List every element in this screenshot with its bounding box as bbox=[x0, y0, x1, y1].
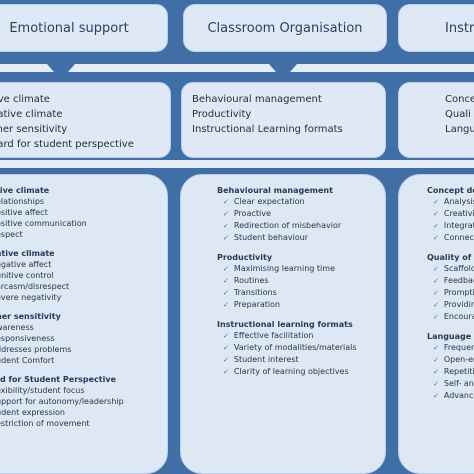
summary-item: Instructional Learning formats bbox=[192, 124, 343, 135]
list-item: Advance bbox=[433, 390, 474, 402]
lower-connector-bar bbox=[0, 160, 474, 168]
list-item: Feedback bbox=[433, 275, 474, 287]
section-title: Behavioural management bbox=[217, 186, 333, 195]
list-item: Effective facilitation bbox=[223, 330, 385, 342]
section-title: her sensitivity bbox=[0, 312, 61, 321]
list-item: Integratio bbox=[433, 220, 474, 232]
list-item: Clear expectation bbox=[223, 196, 385, 208]
details-emotional-support: tive climate elationships ositive affect… bbox=[0, 174, 168, 474]
list-item: Promptin bbox=[433, 287, 474, 299]
header-label: Classroom Organisation bbox=[207, 20, 363, 36]
section-title: Quality of fe bbox=[427, 253, 474, 262]
horizontal-connector-bar bbox=[0, 64, 474, 72]
list-item: Routines bbox=[223, 275, 385, 287]
list-item: Student interest bbox=[223, 354, 385, 366]
section-items: egative affect unitive control arcasm/di… bbox=[0, 259, 167, 303]
section-items: Effective facilitation Variety of modali… bbox=[217, 330, 385, 378]
list-item: Variety of modalities/materials bbox=[223, 342, 385, 354]
summary-item: tive climate bbox=[0, 94, 50, 105]
section-title: ative climate bbox=[0, 249, 55, 258]
summary-item: Langu bbox=[445, 124, 474, 135]
summary-emotional-support: tive climate gative climate cher sensiti… bbox=[0, 82, 171, 158]
list-item: Repetitio bbox=[433, 366, 474, 378]
header-label: Instru bbox=[445, 20, 474, 36]
list-item: Clarity of learning objectives bbox=[223, 366, 385, 378]
summary-item: Quali bbox=[445, 109, 471, 120]
list-item: Preparation bbox=[223, 299, 385, 311]
list-item: Frequent bbox=[433, 342, 474, 354]
list-item: Transitions bbox=[223, 287, 385, 299]
list-item: Connectio bbox=[433, 232, 474, 244]
list-item: upport for autonomy/leadership bbox=[0, 397, 124, 406]
down-arrow-icon bbox=[269, 52, 297, 80]
list-item: elationships bbox=[0, 197, 45, 206]
list-item: udent expression bbox=[0, 408, 65, 417]
list-item: ddresses problems bbox=[0, 345, 72, 354]
summary-item: cher sensitivity bbox=[0, 124, 68, 135]
list-item: unitive control bbox=[0, 271, 54, 280]
list-item: egative affect bbox=[0, 260, 52, 269]
header-label: Emotional support bbox=[9, 20, 129, 36]
down-arrow-icon bbox=[47, 52, 75, 80]
summary-classroom-organisation: Behavioural management Productivity Inst… bbox=[181, 82, 386, 158]
section-title: Productivity bbox=[217, 253, 273, 262]
details-instructional-support: Concept de Analysis a Creativity Integra… bbox=[398, 174, 474, 474]
list-item: udent Comfort bbox=[0, 356, 55, 365]
list-item: Student behaviour bbox=[223, 232, 385, 244]
summary-item: Concep bbox=[445, 94, 474, 105]
list-item: Providing bbox=[433, 299, 474, 311]
section-title: Instructional learning formats bbox=[217, 320, 353, 329]
section-title: Language M bbox=[427, 332, 474, 341]
section-items: exibility/student focus upport for auton… bbox=[0, 385, 167, 429]
list-item: arcasm/disrespect bbox=[0, 282, 70, 291]
list-item: Proactive bbox=[223, 208, 385, 220]
list-item: espect bbox=[0, 230, 23, 239]
section-items: Analysis a Creativity Integratio Connect… bbox=[427, 196, 474, 244]
header-instructional-support: Instru bbox=[398, 4, 474, 52]
summary-instructional-support: Concep Quali Langu bbox=[398, 82, 474, 158]
section-items: Maximising learning time Routines Transi… bbox=[217, 263, 385, 311]
header-classroom-organisation: Classroom Organisation bbox=[183, 4, 387, 52]
list-item: exibility/student focus bbox=[0, 386, 85, 395]
list-item: ositive communication bbox=[0, 219, 87, 228]
summary-item: gard for student perspective bbox=[0, 139, 134, 150]
section-title: Concept de bbox=[427, 186, 474, 195]
list-item: wareness bbox=[0, 323, 34, 332]
list-item: Scaffoldin bbox=[433, 263, 474, 275]
section-items: Frequent Open-end Repetitio Self- and Ad… bbox=[427, 342, 474, 402]
section-title: tive climate bbox=[0, 186, 50, 195]
list-item: esponsiveness bbox=[0, 334, 55, 343]
list-item: Self- and bbox=[433, 378, 474, 390]
list-item: Encourag bbox=[433, 311, 474, 323]
list-item: Redirection of misbehavior bbox=[223, 220, 385, 232]
summary-item: gative climate bbox=[0, 109, 63, 120]
list-item: Creativity bbox=[433, 208, 474, 220]
summary-item: Productivity bbox=[192, 109, 252, 120]
section-items: Clear expectation Proactive Redirection … bbox=[217, 196, 385, 244]
header-emotional-support: Emotional support bbox=[0, 4, 168, 52]
section-items: Scaffoldin Feedback Promptin Providing E… bbox=[427, 263, 474, 323]
list-item: ositive affect bbox=[0, 208, 48, 217]
list-item: Maximising learning time bbox=[223, 263, 385, 275]
section-items: elationships ositive affect ositive comm… bbox=[0, 196, 167, 240]
summary-item: Behavioural management bbox=[192, 94, 322, 105]
details-classroom-organisation: Behavioural management Clear expectation… bbox=[180, 174, 386, 474]
list-item: Open-end bbox=[433, 354, 474, 366]
section-items: wareness esponsiveness ddresses problems… bbox=[0, 322, 167, 366]
list-item: estriction of movement bbox=[0, 419, 90, 428]
list-item: Analysis a bbox=[433, 196, 474, 208]
section-title: rd for Student Perspective bbox=[0, 375, 116, 384]
list-item: evere negativity bbox=[0, 293, 62, 302]
